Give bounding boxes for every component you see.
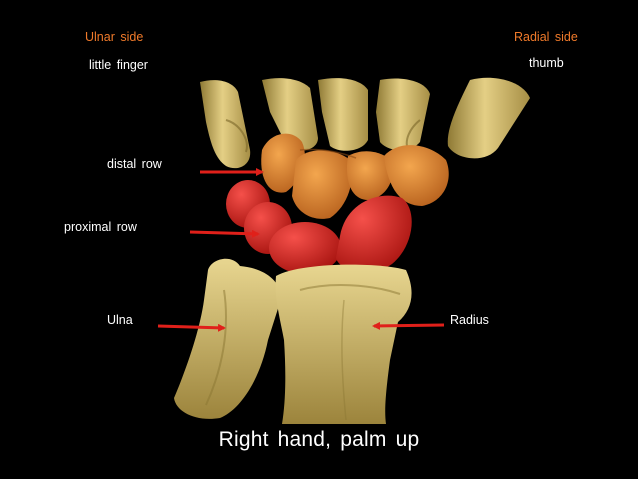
lunate-bone (269, 222, 341, 274)
radius-label: Radius (450, 313, 489, 327)
metacarpal-little-finger (200, 80, 251, 169)
ulna-label: Ulna (107, 313, 133, 327)
metacarpal-thumb (447, 77, 530, 159)
proximal-row-arrow (189, 229, 260, 238)
ulna-arrow (157, 323, 226, 332)
figure-caption: Right hand, palm up (218, 428, 420, 451)
trapezium-bone (384, 145, 449, 206)
radius-bone (275, 264, 412, 424)
metacarpal-index-finger (376, 78, 430, 151)
distal-row-bones (261, 133, 449, 219)
scaphoid-bone (336, 195, 412, 273)
distal-row-label: distal row (107, 157, 162, 171)
ulnar-side-label: Ulnar side (85, 30, 144, 44)
thumb-label: thumb (529, 56, 564, 70)
proximal-row-bones (226, 180, 412, 274)
radial-side-label: Radial side (514, 30, 578, 44)
radius-arrow (372, 321, 445, 330)
metacarpal-middle-finger (318, 78, 368, 151)
hamate-bone (261, 133, 305, 193)
annotation-arrows (157, 168, 445, 332)
proximal-row-label: proximal row (64, 220, 137, 234)
trapezoid-bone (346, 151, 393, 200)
little-finger-label: little finger (89, 58, 148, 72)
metacarpal-ring-finger (262, 78, 318, 151)
capitate-bone (292, 150, 352, 219)
metacarpal-bones (200, 77, 530, 169)
ulna-bone (174, 258, 282, 419)
